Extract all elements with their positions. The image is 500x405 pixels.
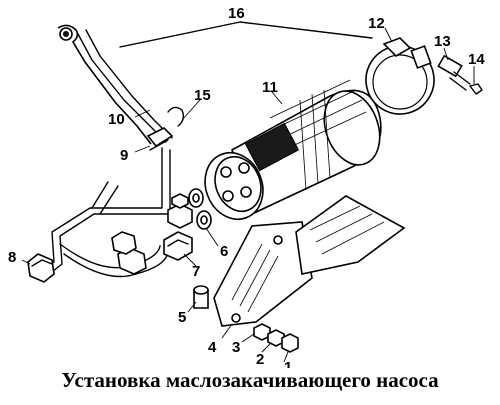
- bushing-5: [193, 285, 209, 309]
- callout-16: 16: [228, 5, 245, 22]
- callout-4: 4: [208, 339, 217, 356]
- callout-1: 1: [284, 359, 292, 368]
- callout-14: 14: [468, 51, 485, 68]
- assembly-drawing: 1 2 3 4 5 6 7 8 9 10 11 12 13 14 15 16: [8, 5, 485, 368]
- callout-15: 15: [194, 87, 211, 104]
- washer-14: [469, 83, 483, 95]
- callout-13: 13: [434, 33, 451, 50]
- tube-10: [57, 24, 173, 145]
- bracket-4: [213, 195, 406, 327]
- tube-loop: [43, 147, 171, 278]
- callout-2: 2: [256, 351, 264, 368]
- callout-8: 8: [8, 249, 16, 266]
- clip-15: [167, 106, 185, 127]
- callout-10: 10: [108, 111, 125, 128]
- fitting-loop-right: [111, 231, 147, 275]
- callout-11: 11: [262, 79, 278, 96]
- leader-lines: [21, 27, 475, 363]
- washer-6: [188, 188, 212, 230]
- callout-3: 3: [232, 339, 240, 356]
- fitting-7: [163, 193, 193, 261]
- diagram-caption: Установка маслозакачивающего насоса: [61, 368, 439, 392]
- pump-end-face: [204, 151, 264, 221]
- callout-7: 7: [192, 263, 200, 280]
- bolt-13: [437, 54, 471, 91]
- nut-1: [281, 333, 299, 353]
- callout-5: 5: [178, 309, 186, 326]
- fitting-8: [27, 253, 55, 283]
- clamp-12: [365, 37, 435, 115]
- clip-9: [146, 127, 174, 151]
- callout-12: 12: [368, 15, 385, 32]
- callout-6: 6: [220, 243, 228, 260]
- pump-body-11: [231, 79, 382, 216]
- callout-9: 9: [120, 147, 128, 164]
- group-bracket-16: [119, 21, 373, 48]
